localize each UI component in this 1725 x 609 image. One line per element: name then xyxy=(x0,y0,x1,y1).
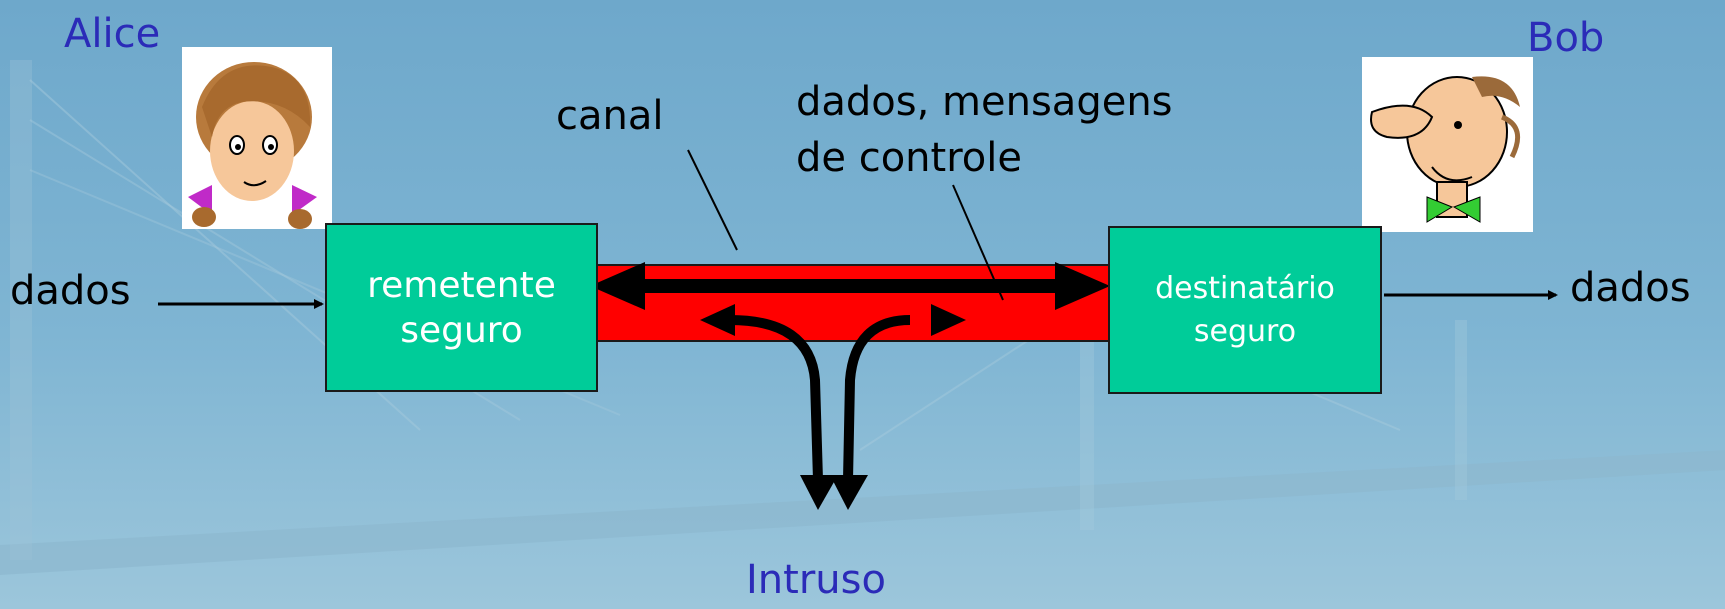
intruder-arrowhead-down-1 xyxy=(800,475,838,510)
data-out-label: dados xyxy=(1570,265,1691,311)
bob-label: Bob xyxy=(1527,15,1605,61)
channel-bar xyxy=(595,264,1111,342)
sender-label-line2: seguro xyxy=(400,309,523,351)
messages-label-line2: de controle xyxy=(796,135,1022,181)
intruder-arrowhead-left xyxy=(700,304,735,336)
messages-label-line1: dados, mensagens xyxy=(796,79,1173,125)
receiver-label-line2: seguro xyxy=(1193,314,1297,349)
main-double-arrow xyxy=(590,262,1110,310)
channel-callout-line xyxy=(687,149,738,251)
intruder-arrows xyxy=(729,315,911,481)
sender-box: remetente seguro xyxy=(325,223,598,392)
alice-portrait-icon xyxy=(182,47,332,229)
receiver-box: destinatário seguro xyxy=(1108,226,1382,394)
data-in-label: dados xyxy=(10,268,131,314)
bob-portrait-icon xyxy=(1362,57,1533,232)
intruder-label: Intruso xyxy=(746,557,886,603)
intruder-arrowhead-down-2 xyxy=(830,475,868,510)
alice-label: Alice xyxy=(64,11,161,57)
messages-callout-line xyxy=(952,184,1004,301)
sender-label-line1: remetente xyxy=(367,264,556,306)
intruder-arrowhead-right xyxy=(931,304,966,336)
receiver-label-line1: destinatário xyxy=(1155,270,1335,306)
channel-label: canal xyxy=(556,93,664,139)
